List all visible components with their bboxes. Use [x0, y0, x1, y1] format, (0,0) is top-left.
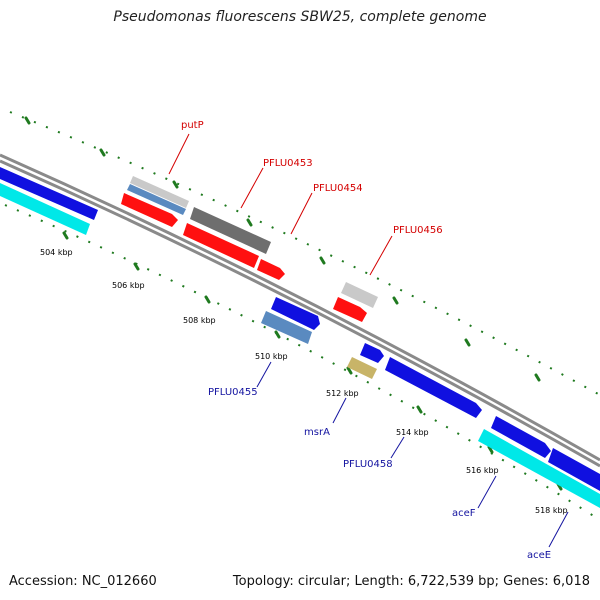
gene-label-pflu0455: PFLU0455 — [208, 387, 258, 398]
genome-summary-text: Topology: circular; Length: 6,722,539 bp… — [232, 574, 590, 589]
gene-label-pflu0454: PFLU0454 — [313, 183, 363, 194]
gene-block-msrA-olive — [347, 357, 377, 379]
gene-track-left — [0, 167, 98, 235]
label-leader-lines — [168, 133, 569, 548]
gene-block-aceF-blue — [491, 416, 551, 458]
gene-labels: putP PFLU0453 PFLU0454 PFLU0456 PFLU0455… — [181, 120, 551, 561]
tick-label-518: 518 kbp — [535, 506, 568, 515]
inner-major-ticks — [62, 231, 563, 491]
tick-label-506: 506 kbp — [112, 281, 145, 290]
gene-block-pflu0454-red — [257, 259, 285, 280]
accession-text: Accession: NC_012660 — [9, 574, 157, 589]
gene-label-pflu0458: PFLU0458 — [343, 459, 393, 470]
tick-label-510: 510 kbp — [255, 352, 288, 361]
page-title: Pseudomonas fluorescens SBW25, complete … — [113, 9, 487, 25]
gene-block-msrA-blue — [360, 343, 384, 363]
outer-scale-ring — [9, 111, 600, 396]
tick-labels: 504 kbp 506 kbp 508 kbp 510 kbp 512 kbp … — [40, 248, 568, 515]
gene-block-pflu0456-red — [333, 297, 367, 322]
genome-backbone — [0, 153, 600, 468]
gene-label-aceE: aceE — [527, 550, 551, 561]
gene-block-putP-grey — [130, 176, 189, 208]
gene-label-msrA: msrA — [304, 427, 330, 438]
gene-block-putP-steel — [127, 184, 186, 215]
gene-block-putP-red — [121, 193, 178, 227]
gene-block-blue-left — [0, 167, 98, 220]
gene-block-pflu0453-dark — [190, 207, 271, 254]
gene-putP-group — [121, 176, 189, 227]
tick-label-504: 504 kbp — [40, 248, 73, 257]
gene-block-aceE-blue — [548, 448, 600, 491]
gene-block-pflu0455-steel — [261, 311, 312, 344]
gene-label-pflu0453: PFLU0453 — [263, 158, 313, 169]
gene-label-putP: putP — [181, 120, 204, 131]
gene-pflu0453-group — [183, 207, 271, 268]
gene-block-pflu0456-grey — [341, 282, 378, 308]
gene-block-pflu0455-blue — [271, 297, 320, 330]
gene-block-pflu0458-blue — [385, 357, 482, 418]
tick-label-516: 516 kbp — [466, 466, 499, 475]
gene-block-cyan-left — [0, 183, 90, 235]
outer-major-ticks — [24, 116, 541, 382]
gene-label-aceF: aceF — [452, 508, 476, 519]
inner-scale-ring — [4, 204, 600, 521]
tick-label-512: 512 kbp — [326, 389, 359, 398]
gene-block-pflu0453-red — [183, 223, 259, 268]
gene-block-aceF-cyan — [478, 429, 600, 508]
tick-label-514: 514 kbp — [396, 428, 429, 437]
gene-label-pflu0456: PFLU0456 — [393, 225, 443, 236]
gene-aceF-group — [478, 416, 600, 508]
tick-label-508: 508 kbp — [183, 316, 216, 325]
gene-pflu0456-group — [333, 282, 378, 322]
